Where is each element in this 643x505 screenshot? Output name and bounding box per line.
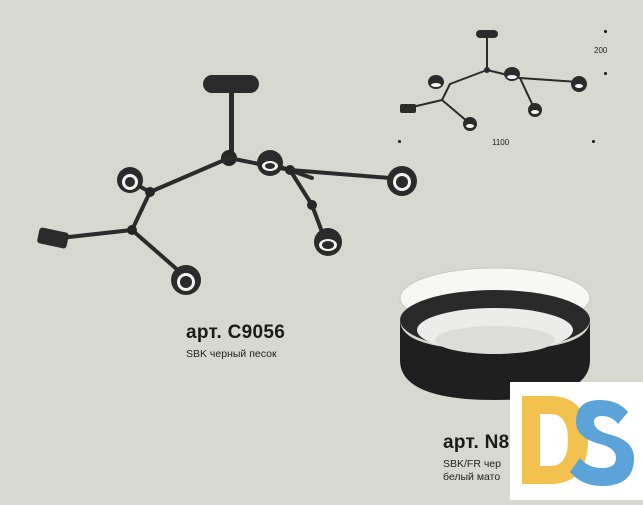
ds-logo: DS <box>510 382 643 500</box>
lamp-head-3 <box>171 265 201 295</box>
lamp-head-2 <box>37 227 69 249</box>
ds-logo-mark <box>522 396 634 486</box>
dim-marker-top <box>604 30 607 33</box>
product1-title: арт. C9056 <box>186 322 286 343</box>
product2-title: арт. N8 <box>443 432 510 453</box>
lamp-head-1 <box>117 167 143 193</box>
dimension-height-label: 200 <box>594 46 608 55</box>
dim-marker-left <box>398 140 401 143</box>
arm-joints <box>127 165 317 235</box>
product1-subtitle: SBK черный песок <box>186 348 277 360</box>
product2-subtitle-line2: белый мато <box>443 471 501 483</box>
product1-caption: арт. C9056 SBK черный песок <box>186 322 285 361</box>
dim-marker-right-mid <box>604 72 607 75</box>
lamp-head-5 <box>387 166 417 196</box>
lamp-head-6 <box>314 228 342 256</box>
product2-subtitle-line1: SBK/FR чер <box>443 458 501 470</box>
lamp-head-4 <box>257 150 283 176</box>
dim-marker-right <box>592 140 595 143</box>
product2-caption: арт. N8 SBK/FR чер белый мато <box>443 432 510 484</box>
ceiling-canopy <box>203 75 259 157</box>
dimension-width-label: 1100 <box>492 138 510 147</box>
